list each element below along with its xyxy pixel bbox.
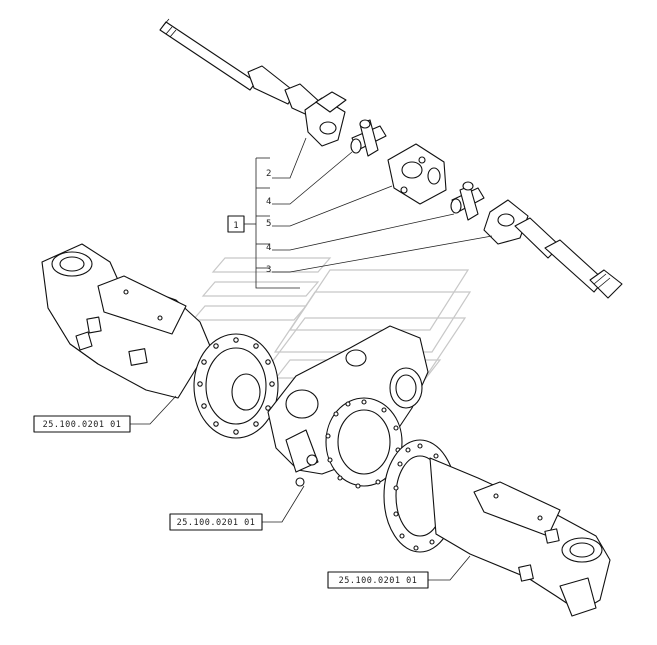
watermark-logo xyxy=(191,257,472,406)
reference-box-left-housing: 25.100.0201 01 xyxy=(33,415,131,433)
upper-axle-shaft xyxy=(159,18,347,147)
callout-4-upper: 4 xyxy=(266,197,271,207)
leader-lines xyxy=(272,137,493,273)
universal-joint-cross-lower xyxy=(450,181,485,221)
reference-leaders xyxy=(130,395,471,581)
lower-axle-shaft xyxy=(483,199,623,299)
left-flange xyxy=(193,333,279,439)
right-axle-housing xyxy=(383,439,611,617)
callout-bracket: 1 xyxy=(227,157,300,289)
reference-box-right-housing: 25.100.0201 01 xyxy=(327,571,429,589)
universal-joint-cross-upper xyxy=(350,119,387,157)
callout-4-lower: 4 xyxy=(266,243,271,253)
center-differential-housing xyxy=(267,325,429,489)
callout-numbers: 2 4 5 4 3 xyxy=(266,169,271,275)
bracket-label: 1 xyxy=(233,221,238,231)
reference-text: 25.100.0201 01 xyxy=(43,420,122,430)
left-axle-housing xyxy=(41,243,211,399)
reference-box-center-housing: 25.100.0201 01 xyxy=(169,513,263,531)
callout-5: 5 xyxy=(266,219,271,229)
callout-2: 2 xyxy=(266,169,271,179)
reference-text: 25.100.0201 01 xyxy=(339,576,418,586)
callout-3: 3 xyxy=(266,265,271,275)
center-coupling xyxy=(387,143,447,205)
reference-text: 25.100.0201 01 xyxy=(177,518,256,528)
